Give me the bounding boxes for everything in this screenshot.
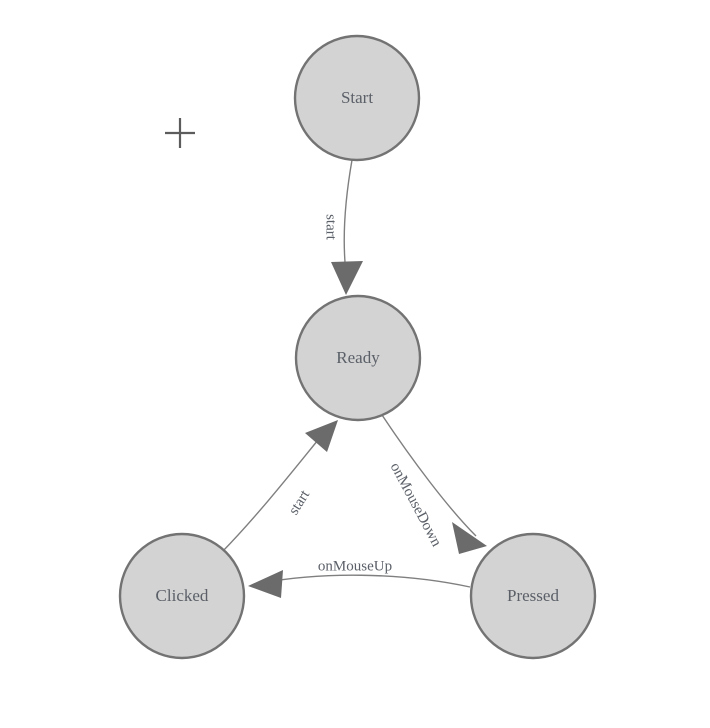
plus-marker-icon — [165, 118, 195, 148]
node-pressed-circle[interactable] — [469, 532, 597, 660]
edge-path-start-to-ready — [343, 159, 353, 263]
arrowhead-ready-to-pressed — [452, 522, 487, 554]
node-ready[interactable]: Ready — [294, 294, 422, 422]
node-start[interactable]: Start — [293, 34, 421, 162]
edge-label-start: start — [323, 214, 339, 241]
node-start-circle[interactable] — [293, 34, 421, 162]
arrowhead-start-to-ready — [331, 261, 363, 295]
edge-label-onmousedown: onMouseDown — [387, 460, 445, 550]
edge-path-ready-to-pressed — [381, 414, 477, 537]
node-clicked-circle[interactable] — [118, 532, 246, 660]
edge-ready-to-pressed[interactable]: onMouseDown — [381, 414, 487, 554]
edge-pressed-to-clicked[interactable]: onMouseUp — [248, 558, 471, 598]
node-ready-circle[interactable] — [294, 294, 422, 422]
node-clicked[interactable]: Clicked — [118, 532, 246, 660]
edge-label-onmouseup: onMouseUp — [318, 558, 392, 574]
arrowhead-pressed-to-clicked — [248, 570, 283, 598]
edge-label-start-2: start — [286, 487, 314, 518]
edge-start-to-ready[interactable]: start — [323, 159, 363, 295]
arrowhead-clicked-to-ready — [305, 420, 338, 452]
edge-path-clicked-to-ready — [221, 439, 319, 553]
edge-path-pressed-to-clicked — [261, 574, 471, 588]
node-pressed[interactable]: Pressed — [469, 532, 597, 660]
edge-clicked-to-ready[interactable]: start — [221, 420, 338, 553]
